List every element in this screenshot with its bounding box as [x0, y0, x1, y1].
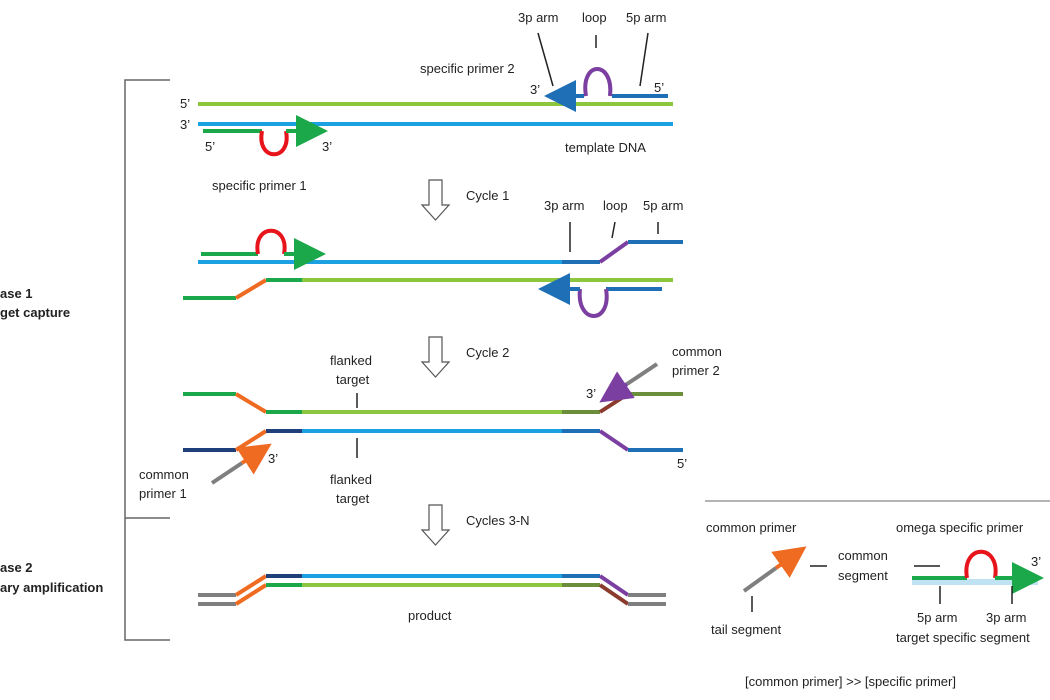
phase-bracket: [124, 79, 170, 641]
phase2-title: ase 2: [0, 560, 33, 575]
template-top-5prime: 5’: [180, 96, 190, 111]
legend-tail-segment: tail segment: [711, 622, 781, 637]
step2-primer-2: [538, 273, 662, 318]
step2-loop-pointer: [611, 221, 616, 239]
cycles3n-arrow-icon: [420, 504, 451, 546]
legend-5p-arm: 5p arm: [917, 610, 957, 625]
cycle2-arrow-icon: [420, 336, 451, 378]
product-label: product: [408, 608, 452, 623]
step2-5p-arm-label: 5p arm: [643, 198, 683, 213]
legend-template-bar: [912, 579, 1038, 585]
common-primer-1-line2: primer 1: [139, 486, 187, 501]
flanked-target-bottom-line1: flanked: [330, 472, 372, 487]
legend-common-segment-line2: segment: [838, 568, 888, 583]
common-primer-2-line2: primer 2: [672, 363, 720, 378]
template-dna-label: template DNA: [565, 140, 646, 155]
specific-primer-2: [544, 67, 668, 112]
phase1-subtitle: get capture: [0, 305, 70, 320]
sp1-3prime: 3’: [322, 139, 332, 154]
legend-target-specific-segment: target specific segment: [896, 630, 1030, 645]
cycle2-label: Cycle 2: [466, 345, 509, 360]
step2-3p-arm-label: 3p arm: [544, 198, 584, 213]
top-loop-label: loop: [582, 10, 607, 25]
phase2-subtitle: ary amplification: [0, 580, 103, 595]
phase1-title: ase 1: [0, 286, 33, 301]
top-3p-arm-pointer: [537, 32, 554, 87]
step2-loop-label: loop: [603, 198, 628, 213]
legend-3prime: 3’: [1031, 554, 1041, 569]
legend-3p-arm: 3p arm: [986, 610, 1026, 625]
legend-common-primer: [742, 546, 807, 593]
common-primer-2-line1: common: [672, 344, 722, 359]
legend-ratio: [common primer] >> [specific primer]: [745, 674, 956, 689]
sp2-3prime: 3’: [530, 82, 540, 97]
flanked-target-bottom-line2: target: [336, 491, 370, 506]
legend-omega-title: omega specific primer: [896, 520, 1024, 535]
cycle1-label: Cycle 1: [466, 188, 509, 203]
step2-primer-1: [201, 228, 326, 270]
sp1-5prime: 5’: [205, 139, 215, 154]
step3-5prime: 5’: [677, 456, 687, 471]
legend-omega-primer: [912, 549, 1044, 594]
cycle1-arrow-icon: [420, 179, 451, 221]
specific-primer-1-label: specific primer 1: [212, 178, 307, 193]
cp2-3prime: 3’: [586, 386, 596, 401]
top-5p-arm-label: 5p arm: [626, 10, 666, 25]
step2-top-strand: [198, 240, 683, 264]
template-dna: [198, 102, 673, 126]
product-bottom-strand: [198, 583, 666, 606]
top-3p-arm-label: 3p arm: [518, 10, 558, 25]
specific-primer-2-label: specific primer 2: [420, 61, 515, 76]
common-primer-1: [210, 443, 272, 485]
template-bottom-3prime: 3’: [180, 117, 190, 132]
product-top-strand: [198, 574, 666, 597]
step3-bottom-strand: [183, 429, 683, 452]
cp1-3prime: 3’: [268, 451, 278, 466]
top-5p-arm-pointer: [639, 32, 649, 87]
cycles3n-label: Cycles 3-N: [466, 513, 530, 528]
common-primer-1-line1: common: [139, 467, 189, 482]
legend-common-primer-title: common primer: [706, 520, 797, 535]
flanked-target-top-line1: flanked: [330, 353, 372, 368]
step3-top-strand: [183, 392, 683, 414]
sp2-5prime: 5’: [654, 80, 664, 95]
flanked-target-top-line2: target: [336, 372, 370, 387]
legend-common-segment-line1: common: [838, 548, 888, 563]
step2-bottom-strand: [183, 278, 673, 300]
specific-primer-1: [203, 115, 328, 157]
common-primer-2: [599, 362, 659, 403]
